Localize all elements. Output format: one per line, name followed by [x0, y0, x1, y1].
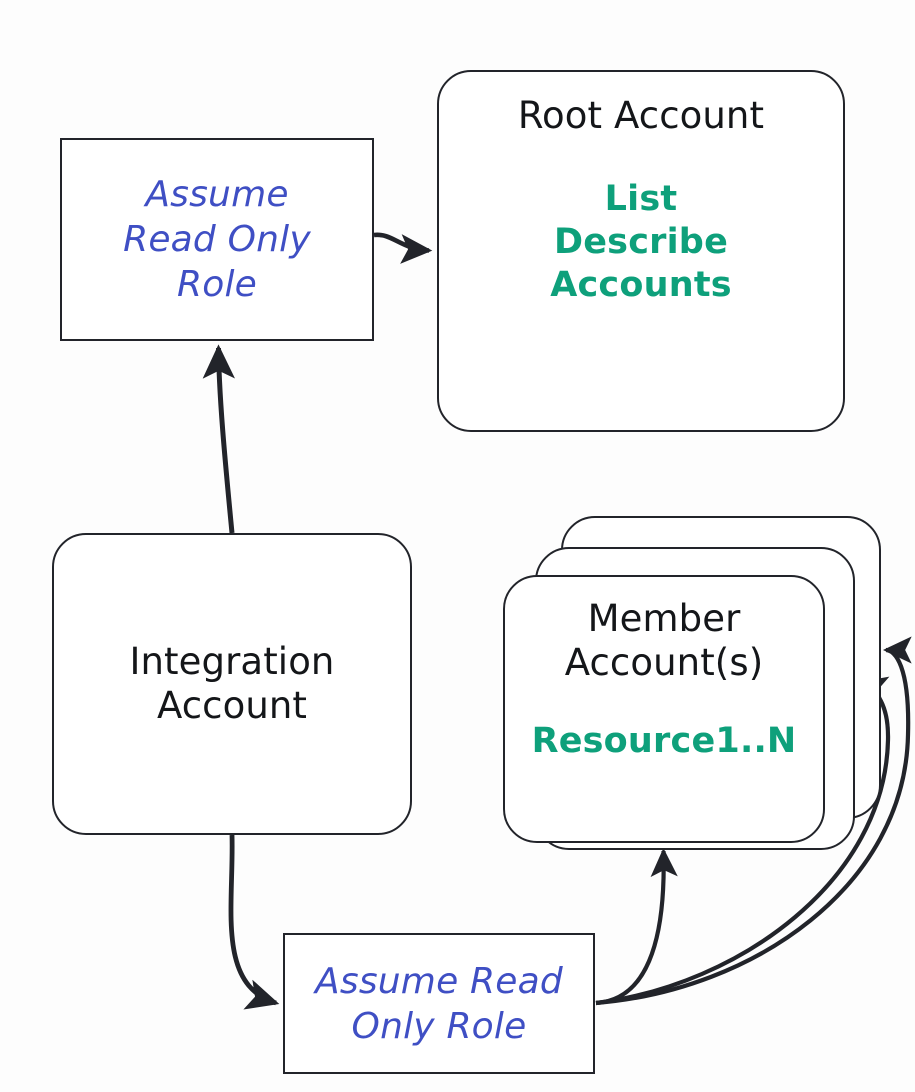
member-accounts-line2: Account(s): [564, 641, 764, 685]
root-account-node[interactable]: Root Account List Describe Accounts: [437, 70, 845, 432]
member-accounts-resource-label: Resource1..N: [531, 720, 797, 761]
assume-role-bottom-line2: Only Role: [351, 1005, 527, 1047]
assume-role-top-line2: Read Only: [123, 219, 311, 260]
integration-account-line2: Account: [156, 684, 308, 727]
assume-role-bottom-line1: Assume Read: [315, 960, 563, 1002]
edge-assume-top-to-root: [373, 232, 433, 264]
member-account-card-front[interactable]: Member Account(s) Resource1..N: [503, 575, 825, 843]
assume-role-top-line3: Role: [177, 264, 257, 305]
edge-assume-bottom-to-member-front: [595, 847, 678, 1006]
member-accounts-stack[interactable]: Member Account(s) Resource1..N: [503, 516, 883, 851]
edge-integration-to-assume-top: [202, 344, 235, 534]
member-accounts-line1: Member: [587, 597, 741, 640]
root-account-action-accounts: Accounts: [550, 264, 732, 305]
root-account-action-describe: Describe: [553, 222, 729, 263]
root-account-action-list: List: [604, 179, 678, 220]
assume-read-only-role-bottom-node[interactable]: Assume Read Only Role: [283, 933, 595, 1074]
integration-account-line1: Integration: [129, 639, 335, 683]
assume-role-top-line1: Assume: [145, 174, 289, 215]
edge-integration-to-assume-bottom: [228, 834, 280, 1010]
root-account-title: Root Account: [517, 94, 765, 137]
assume-read-only-role-top-node[interactable]: Assume Read Only Role: [60, 138, 374, 341]
integration-account-node[interactable]: Integration Account: [52, 533, 412, 835]
